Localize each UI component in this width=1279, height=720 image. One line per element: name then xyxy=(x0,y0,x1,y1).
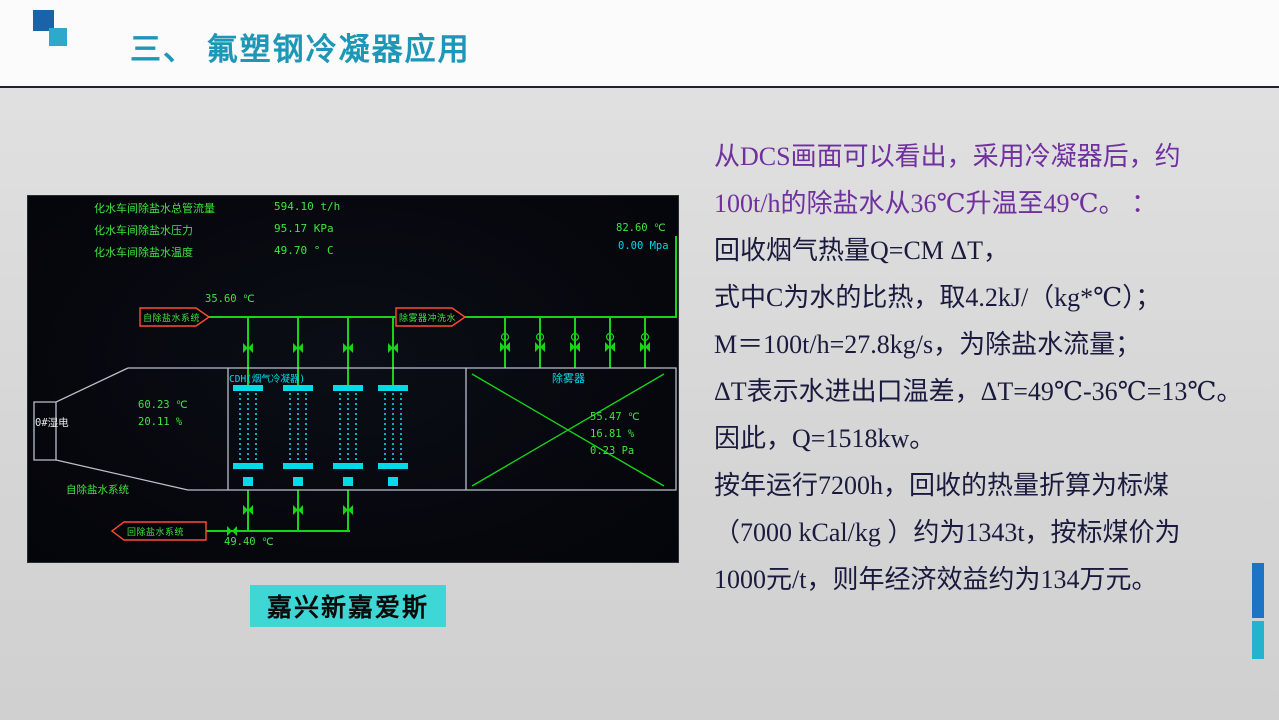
body-line: ΔT表示水进出口温差，ΔT=49℃-36℃=13℃。 xyxy=(714,377,1243,406)
meter-label: 化水车间除盐水总管流量 xyxy=(94,202,215,215)
vessel-outline xyxy=(33,367,677,491)
body-line: 式中C为水的比热，取4.2kJ/（kg*℃）； xyxy=(714,283,1162,312)
decor-square-dark xyxy=(33,10,54,31)
body-line: （7000 kCal/kg ）约为1343t，按标煤价为 xyxy=(714,518,1181,547)
inlet-temp-reading: 35.60 ℃ xyxy=(205,293,255,305)
slide-title: 三、 氟塑钢冷凝器应用 xyxy=(130,32,471,67)
inlet-arrow-shape xyxy=(139,307,211,327)
wash-arrow-label: 除雾器冲洗水 xyxy=(399,314,457,324)
meter-label: 化水车间除盐水温度 xyxy=(94,246,193,259)
outlet-pressure: 0.23 Pa xyxy=(590,445,635,457)
return-arrow-label: 回除盐水系统 xyxy=(127,528,185,538)
body-line: 100t/h的除盐水从36℃升温至49℃。 ： xyxy=(714,189,1158,218)
body-line: 1000元/t，则年经济效益约为134万元。 xyxy=(714,565,1158,594)
wash-arrow-shape xyxy=(395,307,467,327)
body-line: 按年运行7200h，回收的热量折算为标煤 xyxy=(714,471,1170,500)
body-line: M＝100t/h=27.8kg/s，为除盐水流量； xyxy=(714,330,1142,359)
body-line: 因此，Q=1518kw。 xyxy=(714,424,936,453)
outlet-humidity: 16.81 % xyxy=(590,428,635,440)
edge-bar-blue xyxy=(1252,563,1264,618)
stack-pressure-reading: 0.00 Mpa xyxy=(618,240,669,252)
condenser-label: CDH(烟气冷凝器) xyxy=(229,374,306,385)
dcs-screenshot-panel: 化水车间除盐水总管流量 594.10 t/h 化水车间除盐水压力 95.17 K… xyxy=(28,196,678,562)
caption-badge: 嘉兴新嘉爱斯 xyxy=(250,585,447,627)
meter-value: 594.10 t/h xyxy=(274,200,341,213)
duct-label: 自除盐水系统 xyxy=(66,484,129,496)
header-band xyxy=(0,0,1279,87)
outlet-temp: 55.47 ℃ xyxy=(590,411,640,423)
header-divider xyxy=(0,86,1279,88)
meter-label: 化水车间除盐水压力 xyxy=(94,224,193,237)
flow-tag-arrows xyxy=(110,307,467,541)
return-arrow-shape xyxy=(110,521,207,541)
esp-outlet-humidity: 20.11 % xyxy=(138,416,183,428)
body-line: 从DCS画面可以看出，采用冷凝器后，约 xyxy=(714,142,1181,171)
esp-label: 0#湿电 xyxy=(35,417,69,429)
meter-value: 49.70 ° C xyxy=(274,244,334,257)
return-temp-reading: 49.40 ℃ xyxy=(224,536,274,548)
demister-cross xyxy=(471,373,665,487)
demister-label: 除雾器 xyxy=(552,372,585,385)
condenser-tubes xyxy=(239,393,402,461)
body-text-block: 从DCS画面可以看出，采用冷凝器后，约 100t/h的除盐水从36℃升温至49℃… xyxy=(714,133,1274,603)
stack-temp-reading: 82.60 ℃ xyxy=(616,222,666,234)
edge-bar-teal xyxy=(1252,621,1264,659)
inlet-arrow-label: 自除盐水系统 xyxy=(143,314,201,324)
condenser-bundles xyxy=(233,385,408,486)
process-diagram xyxy=(33,236,677,541)
body-line: 回收烟气热量Q=CM ΔT， xyxy=(714,236,1010,265)
esp-outlet-temp: 60.23 ℃ xyxy=(138,399,188,411)
decor-square-teal xyxy=(49,28,67,46)
meter-value: 95.17 KPa xyxy=(274,222,334,235)
